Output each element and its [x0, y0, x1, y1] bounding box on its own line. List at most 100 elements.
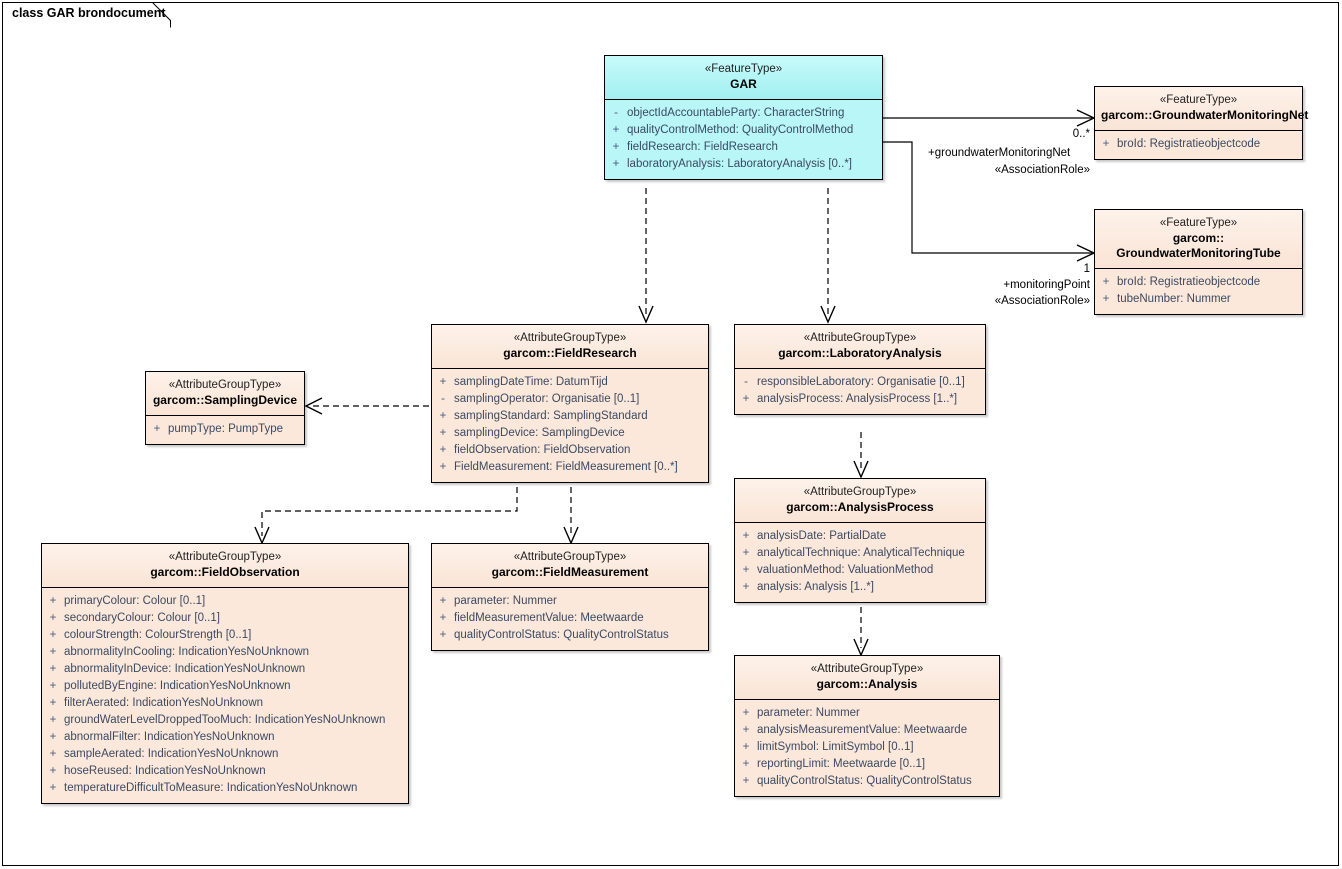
class-node-field-research[interactable]: «AttributeGroupType» garcom::FieldResear… [431, 324, 709, 483]
attribute-signature: secondaryColour: Colour [0..1] [64, 612, 220, 624]
attribute-row: + samplingDateTime: DatumTijd [432, 374, 708, 391]
edge-label-tube-multiplicity: 1 [1083, 263, 1090, 275]
visibility-marker: + [742, 564, 750, 576]
visibility-marker: + [49, 714, 57, 726]
visibility-marker: + [742, 707, 750, 719]
attribute-signature: reportingLimit: Meetwaarde [0..1] [757, 758, 926, 770]
class-node-groundwater-monitoring-tube[interactable]: «FeatureType» garcom:: GroundwaterMonito… [1094, 209, 1303, 315]
visibility-marker: + [439, 376, 447, 388]
visibility-marker: + [612, 141, 620, 153]
stereotype-label: «AttributeGroupType» [513, 332, 627, 344]
attribute-row: + parameter: Nummer [735, 705, 999, 722]
attribute-row: + analysisProcess: AnalysisProcess [1..*… [735, 391, 985, 408]
attribute-row: + broId: Registratieobjectcode [1095, 274, 1302, 291]
attribute-signature: broId: Registratieobjectcode [1117, 138, 1261, 150]
visibility-marker: + [439, 595, 447, 607]
class-header-field-observation: «AttributeGroupType» garcom::FieldObserv… [42, 544, 408, 588]
attribute-compartment-field-research: + samplingDateTime: DatumTijd - sampling… [432, 369, 708, 482]
attribute-signature: primaryColour: Colour [0..1] [64, 595, 206, 607]
visibility-marker: + [612, 158, 620, 170]
class-header-groundwater-monitoring-tube: «FeatureType» garcom:: GroundwaterMonito… [1095, 210, 1302, 269]
attribute-compartment-sampling-device: + pumpType: PumpType [146, 416, 304, 444]
attribute-row: + qualityControlStatus: QualityControlSt… [735, 773, 999, 790]
attribute-row: + pumpType: PumpType [146, 421, 304, 438]
attribute-signature: samplingOperator: Organisatie [0..1] [454, 393, 640, 405]
class-node-analysis[interactable]: «AttributeGroupType» garcom::Analysis + … [734, 655, 1000, 797]
attribute-signature: analysis: Analysis [1..*] [757, 581, 874, 593]
visibility-marker: + [742, 581, 750, 593]
visibility-marker: + [612, 124, 620, 136]
attribute-row: + tubeNumber: Nummer [1095, 291, 1302, 308]
visibility-marker: + [49, 612, 57, 624]
class-node-field-measurement[interactable]: «AttributeGroupType» garcom::FieldMeasur… [431, 543, 709, 651]
class-node-groundwater-monitoring-net[interactable]: «FeatureType» garcom::GroundwaterMonitor… [1094, 86, 1308, 160]
class-node-laboratory-analysis[interactable]: «AttributeGroupType» garcom::LaboratoryA… [734, 324, 986, 415]
attribute-signature: fieldResearch: FieldResearch [627, 141, 778, 153]
attribute-compartment-field-measurement: + parameter: Nummer + fieldMeasurementVa… [432, 588, 708, 650]
visibility-marker: + [742, 547, 750, 559]
visibility-marker: + [439, 427, 447, 439]
visibility-marker: - [614, 107, 618, 119]
attribute-row: + fieldMeasurementValue: Meetwaarde [432, 610, 708, 627]
attribute-row: + abnormalityInDevice: IndicationYesNoUn… [42, 661, 408, 678]
diagram-frame-tab: class GAR brondocument [2, 2, 174, 28]
attribute-signature: qualityControlStatus: QualityControlStat… [757, 775, 972, 787]
attribute-row: + samplingStandard: SamplingStandard [432, 408, 708, 425]
edge-label-net-multiplicity: 0..* [1072, 128, 1090, 140]
attribute-compartment-analysis-process: + analysisDate: PartialDate + analytical… [735, 523, 985, 602]
class-header-field-research: «AttributeGroupType» garcom::FieldResear… [432, 325, 708, 369]
diagram-title: class GAR brondocument [12, 6, 166, 20]
attribute-row: + temperatureDifficultToMeasure: Indicat… [42, 780, 408, 797]
edge-label-tube-stereotype: «AssociationRole» [994, 295, 1090, 307]
class-node-analysis-process[interactable]: «AttributeGroupType» garcom::AnalysisPro… [734, 478, 986, 603]
attribute-signature: pumpType: PumpType [168, 423, 284, 435]
attribute-signature: analyticalTechnique: AnalyticalTechnique [757, 547, 965, 559]
attribute-signature: abnormalityInDevice: IndicationYesNoUnkn… [64, 663, 306, 675]
attribute-signature: parameter: Nummer [454, 595, 557, 607]
class-node-sampling-device[interactable]: «AttributeGroupType» garcom::SamplingDev… [145, 371, 305, 445]
attribute-signature: hoseReused: IndicationYesNoUnknown [64, 765, 266, 777]
attribute-row: + fieldObservation: FieldObservation [432, 442, 708, 459]
attribute-compartment-groundwater-monitoring-net: + broId: Registratieobjectcode [1095, 131, 1302, 159]
attribute-row: + abnormalityInCooling: IndicationYesNoU… [42, 644, 408, 661]
visibility-marker: + [742, 393, 750, 405]
attribute-signature: laboratoryAnalysis: LaboratoryAnalysis [… [627, 158, 852, 170]
visibility-marker: + [49, 782, 57, 794]
attribute-row: + groundWaterLevelDroppedTooMuch: Indica… [42, 712, 408, 729]
attribute-row: + qualityControlMethod: QualityControlMe… [605, 122, 882, 139]
visibility-marker: + [49, 595, 57, 607]
stereotype-label: «AttributeGroupType» [168, 551, 282, 563]
stereotype-label: «FeatureType» [704, 63, 783, 75]
attribute-signature: pollutedByEngine: IndicationYesNoUnknown [64, 680, 291, 692]
attribute-row: + analysisDate: PartialDate [735, 528, 985, 545]
visibility-marker: + [49, 748, 57, 760]
attribute-compartment-field-observation: + primaryColour: Colour [0..1] + seconda… [42, 588, 408, 803]
attribute-row: + limitSymbol: LimitSymbol [0..1] [735, 739, 999, 756]
class-node-field-observation[interactable]: «AttributeGroupType» garcom::FieldObserv… [41, 543, 409, 804]
attribute-row: + analyticalTechnique: AnalyticalTechniq… [735, 545, 985, 562]
frame-tab-shape [2, 2, 171, 28]
class-header-gar: «FeatureType» GAR [605, 56, 882, 100]
stereotype-label: «FeatureType» [1159, 217, 1238, 229]
stereotype-label: «AttributeGroupType» [803, 332, 917, 344]
attribute-signature: samplingDevice: SamplingDevice [454, 427, 625, 439]
attribute-compartment-analysis: + parameter: Nummer + analysisMeasuremen… [735, 700, 999, 796]
visibility-marker: + [1102, 276, 1110, 288]
attribute-row: + pollutedByEngine: IndicationYesNoUnkno… [42, 678, 408, 695]
attribute-signature: analysisDate: PartialDate [757, 530, 887, 542]
attribute-compartment-groundwater-monitoring-tube: + broId: Registratieobjectcode + tubeNum… [1095, 269, 1302, 314]
class-node-gar[interactable]: «FeatureType» GAR - objectIdAccountableP… [604, 55, 883, 180]
visibility-marker: + [439, 410, 447, 422]
stereotype-label: «FeatureType» [1159, 94, 1238, 106]
class-header-sampling-device: «AttributeGroupType» garcom::SamplingDev… [146, 372, 304, 416]
attribute-signature: fieldObservation: FieldObservation [454, 444, 631, 456]
class-name-label: garcom::Analysis [816, 677, 918, 691]
attribute-row: + filterAerated: IndicationYesNoUnknown [42, 695, 408, 712]
class-name-label: garcom::FieldMeasurement [491, 565, 649, 579]
visibility-marker: + [742, 724, 750, 736]
class-name-label: garcom::FieldObservation [150, 565, 300, 579]
visibility-marker: + [439, 444, 447, 456]
attribute-row: + valuationMethod: ValuationMethod [735, 562, 985, 579]
class-header-analysis-process: «AttributeGroupType» garcom::AnalysisPro… [735, 479, 985, 523]
